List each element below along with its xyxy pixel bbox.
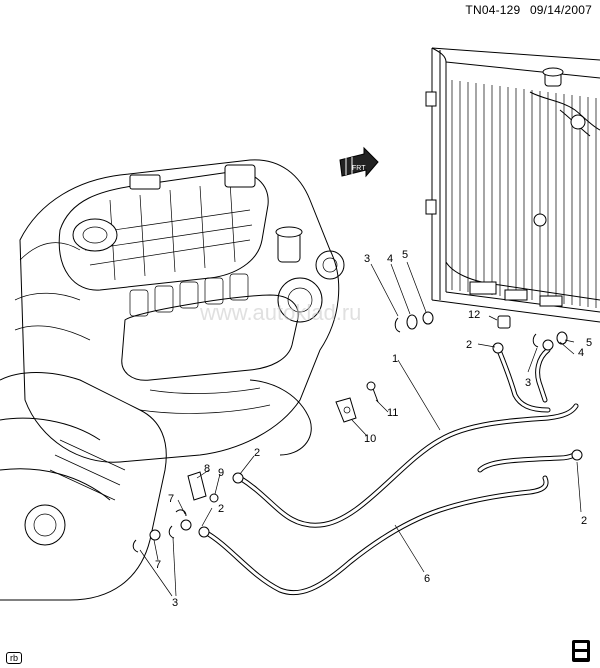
retainer-clip-icon: [175, 509, 187, 517]
diagram-code: TN04-129: [465, 3, 521, 17]
engine-assembly: [14, 159, 345, 463]
transmission: [0, 372, 167, 601]
line-bracket-icon: [335, 397, 357, 423]
washer-icon: [422, 311, 434, 325]
line-fitting: [180, 519, 192, 531]
diagram-date: 09/14/2007: [529, 3, 592, 17]
radiator-lower-bracket: [539, 295, 563, 307]
line-fitting: [198, 526, 210, 538]
line-fitting: [571, 449, 583, 461]
callout-3: 3: [525, 377, 531, 389]
callout-5: 5: [586, 337, 592, 349]
front-direction-arrow: FRT: [339, 146, 379, 178]
callout-2: 2: [218, 503, 224, 515]
callout-4: 4: [387, 253, 393, 265]
washer-icon: [556, 331, 568, 345]
radiator-fitting: [533, 213, 547, 227]
leader-lines: [139, 261, 582, 597]
callout-1: 1: [392, 353, 398, 365]
callout-8: 8: [204, 463, 210, 475]
line-fitting: [232, 472, 244, 484]
bracket-icon: [497, 315, 511, 329]
cooler-line-lower: [202, 347, 577, 596]
bolt-icon: [209, 493, 219, 503]
diagram-header: TN04-129 09/14/2007: [465, 3, 592, 17]
callout-3: 3: [172, 597, 178, 609]
radiator-lower-bracket: [469, 281, 497, 295]
retainer-clip-icon: [132, 539, 139, 553]
retainer-clip-icon: [168, 525, 175, 539]
cooler-lines: [149, 339, 583, 596]
throttle-body: [72, 218, 118, 252]
radiator-side-clip: [425, 91, 437, 107]
pulley: [315, 250, 345, 280]
callout-4: 4: [578, 347, 584, 359]
front-arrow-label: FRT: [352, 165, 366, 172]
callout-11: 11: [387, 407, 398, 419]
radiator: [425, 47, 600, 323]
publisher-logo: [572, 640, 590, 662]
line-fitting: [149, 529, 161, 541]
callout-3: 3: [364, 253, 370, 265]
small-parts: [132, 311, 568, 553]
watermark-text: www.autoklad.ru: [199, 300, 361, 325]
retainer-clip-icon: [394, 317, 401, 333]
engine-top-component: [129, 174, 161, 190]
line-fitting: [542, 339, 554, 351]
seal-icon: [406, 314, 418, 330]
callout-2: 2: [581, 515, 587, 527]
callout-7: 7: [155, 559, 161, 571]
callout-12: 12: [468, 309, 480, 321]
retainer-clip-icon: [532, 333, 539, 348]
callout-numbers: 3 4 5 12 2 1 3 4 5 11 10 8 9 2 7 2 7 3 6…: [155, 249, 592, 609]
callout-9: 9: [218, 467, 224, 479]
line-bracket-icon: [187, 471, 207, 501]
callout-5: 5: [402, 249, 408, 261]
corner-tag: rb: [6, 652, 23, 664]
transmission-housing-icon: [24, 504, 66, 546]
radiator-fitting: [570, 114, 586, 130]
line-fitting: [492, 342, 504, 354]
radiator-lower-bracket: [504, 289, 528, 301]
radiator-cap-icon: [542, 67, 564, 77]
callout-7: 7: [168, 493, 174, 505]
engine-top-component: [224, 164, 256, 188]
callout-2: 2: [254, 447, 260, 459]
oil-filler-cap-icon: [275, 226, 303, 238]
accessory-drive: [277, 277, 323, 323]
callout-10: 10: [364, 433, 376, 445]
radiator-side-clip: [425, 199, 437, 215]
cooler-line-upper: [237, 345, 579, 528]
callout-6: 6: [424, 573, 430, 585]
callout-2: 2: [466, 339, 472, 351]
